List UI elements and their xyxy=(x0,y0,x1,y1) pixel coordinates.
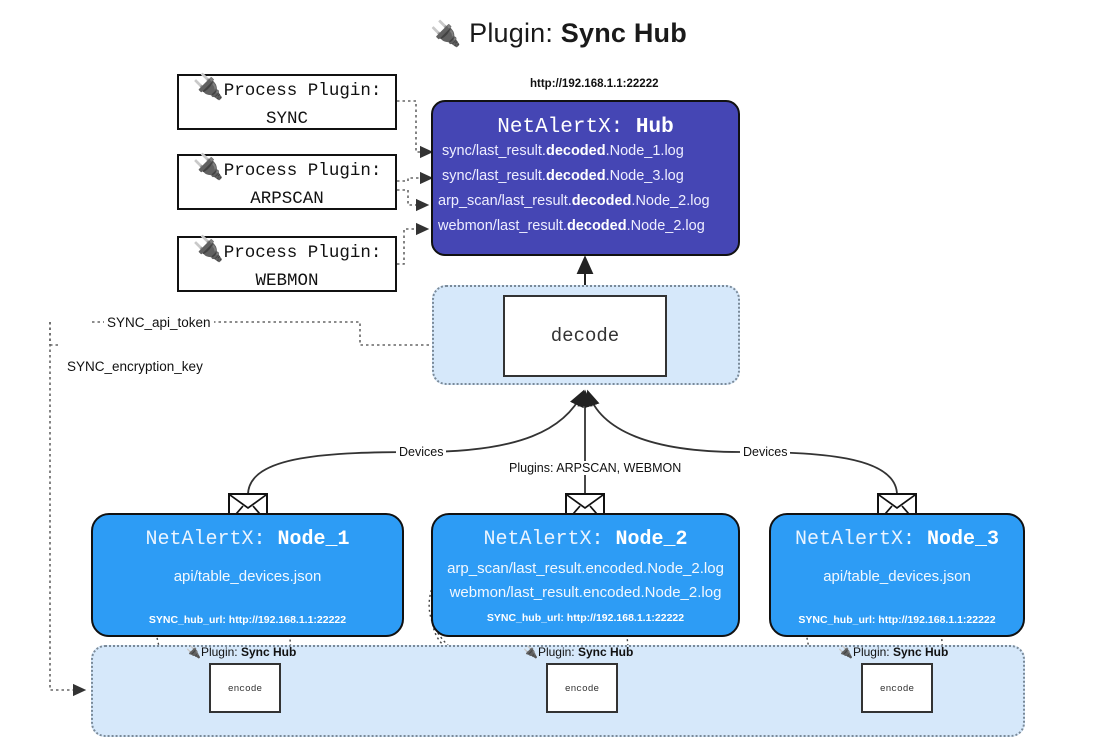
node-title-prefix: NetAlertX: xyxy=(145,528,266,551)
page-title-prefix: Plugin: xyxy=(469,18,554,48)
plug-icon: 🔌 xyxy=(430,20,462,48)
encode-box[interactable]: encode xyxy=(861,663,933,713)
process-plugin-name: WEBMON xyxy=(255,271,319,292)
hub-log-line: sync/last_result.decoded.Node_1.log xyxy=(433,139,738,164)
hub-url-label: http://192.168.1.1:22222 xyxy=(530,78,659,90)
log-mid: decoded xyxy=(571,192,632,209)
encode-plugin-tag: 🔌Plugin: Sync Hub xyxy=(186,645,296,659)
plug-icon: 🔌 xyxy=(192,154,224,184)
log-mid: decoded xyxy=(566,217,627,234)
encode-plugin-tag: 🔌Plugin: Sync Hub xyxy=(523,645,633,659)
node-title: NetAlertX: Node_2 xyxy=(433,528,738,551)
node-title: NetAlertX: Node_3 xyxy=(771,528,1023,551)
node-title-prefix: NetAlertX: xyxy=(483,528,604,551)
hub-title-prefix: NetAlertX: xyxy=(497,116,624,139)
sync-api-token-label: SYNC_api_token xyxy=(104,315,214,330)
hub-title: NetAlertX: Hub xyxy=(433,116,738,139)
node-title-prefix: NetAlertX: xyxy=(794,528,915,551)
log-pre: sync/last_result. xyxy=(442,143,546,159)
node-box-node-2[interactable]: NetAlertX: Node_2 arp_scan/last_result.e… xyxy=(431,513,740,637)
devices-label-right: Devices xyxy=(740,445,791,459)
process-plugin-arpscan[interactable]: 🔌Process Plugin: ARPSCAN xyxy=(177,154,397,210)
node-path-line: arp_scan/last_result.encoded.Node_2.log xyxy=(447,560,724,577)
log-post: .Node_2.log xyxy=(626,217,705,234)
plugins-label-center: Plugins: ARPSCAN, WEBMON xyxy=(506,461,685,475)
node-title-name: Node_2 xyxy=(615,528,688,551)
plug-icon: 🔌 xyxy=(192,74,224,104)
hub-log-line: sync/last_result.decoded.Node_3.log xyxy=(433,164,738,189)
log-pre: webmon/last_result. xyxy=(438,217,567,234)
node-box-node-3[interactable]: NetAlertX: Node_3 api/table_devices.json… xyxy=(769,513,1025,637)
log-mid: decoded xyxy=(545,167,606,184)
plug-icon: 🔌 xyxy=(192,236,224,266)
decode-box[interactable]: decode xyxy=(503,295,667,377)
hub-title-name: Hub xyxy=(635,116,674,139)
process-plugin-name: ARPSCAN xyxy=(250,189,324,210)
hub-box[interactable]: NetAlertX: Hub sync/last_result.decoded.… xyxy=(431,100,740,256)
node-box-node-1[interactable]: NetAlertX: Node_1 api/table_devices.json… xyxy=(91,513,404,637)
node-hub-url: SYNC_hub_url: http://192.168.1.1:22222 xyxy=(486,611,685,624)
plug-icon: 🔌 xyxy=(186,645,201,659)
devices-label-left: Devices xyxy=(396,445,447,459)
node-path-line: api/table_devices.json xyxy=(823,568,971,585)
node-hub-url: SYNC_hub_url: http://192.168.1.1:22222 xyxy=(148,614,347,627)
sync-encryption-key-label: SYNC_encryption_key xyxy=(64,359,206,374)
node-title: NetAlertX: Node_1 xyxy=(93,528,402,551)
process-plugin-sync[interactable]: 🔌Process Plugin: SYNC xyxy=(177,74,397,130)
node-hub-url: SYNC_hub_url: http://192.168.1.1:22222 xyxy=(798,614,996,627)
plug-icon: 🔌 xyxy=(523,645,538,659)
encode-box[interactable]: encode xyxy=(546,663,618,713)
node-path-line: webmon/last_result.encoded.Node_2.log xyxy=(449,584,722,602)
encode-plugin-name: Sync Hub xyxy=(578,645,634,659)
log-post: .Node_2.log xyxy=(631,192,710,209)
log-post: .Node_3.log xyxy=(605,167,684,184)
plug-icon: 🔌 xyxy=(838,645,853,659)
encode-plugin-prefix: Plugin: xyxy=(852,645,890,659)
page-title-name: Sync Hub xyxy=(560,18,687,48)
encode-plugin-prefix: Plugin: xyxy=(200,645,238,659)
log-pre: arp_scan/last_result. xyxy=(438,192,572,209)
process-plugin-webmon[interactable]: 🔌Process Plugin: WEBMON xyxy=(177,236,397,292)
log-post: .Node_1.log xyxy=(605,143,684,159)
log-mid: decoded xyxy=(545,143,606,159)
encode-plugin-name: Sync Hub xyxy=(241,645,297,659)
hub-log-line: webmon/last_result.decoded.Node_2.log xyxy=(433,214,738,239)
process-plugin-label: Process Plugin: xyxy=(223,161,382,182)
log-pre: sync/last_result. xyxy=(442,167,546,184)
page-title: 🔌 Plugin: Sync Hub xyxy=(0,18,1117,49)
process-plugin-name: SYNC xyxy=(265,109,308,130)
encode-plugin-tag: 🔌Plugin: Sync Hub xyxy=(838,645,948,659)
process-plugin-label: Process Plugin: xyxy=(223,81,382,102)
encode-plugin-prefix: Plugin: xyxy=(537,645,575,659)
node-path-line: api/table_devices.json xyxy=(173,568,322,585)
encode-plugin-name: Sync Hub xyxy=(893,645,949,659)
node-title-name: Node_1 xyxy=(277,528,350,551)
encode-box[interactable]: encode xyxy=(209,663,281,713)
hub-log-line: arp_scan/last_result.decoded.Node_2.log xyxy=(433,189,738,214)
node-title-name: Node_3 xyxy=(927,528,1000,551)
process-plugin-label: Process Plugin: xyxy=(223,243,382,264)
